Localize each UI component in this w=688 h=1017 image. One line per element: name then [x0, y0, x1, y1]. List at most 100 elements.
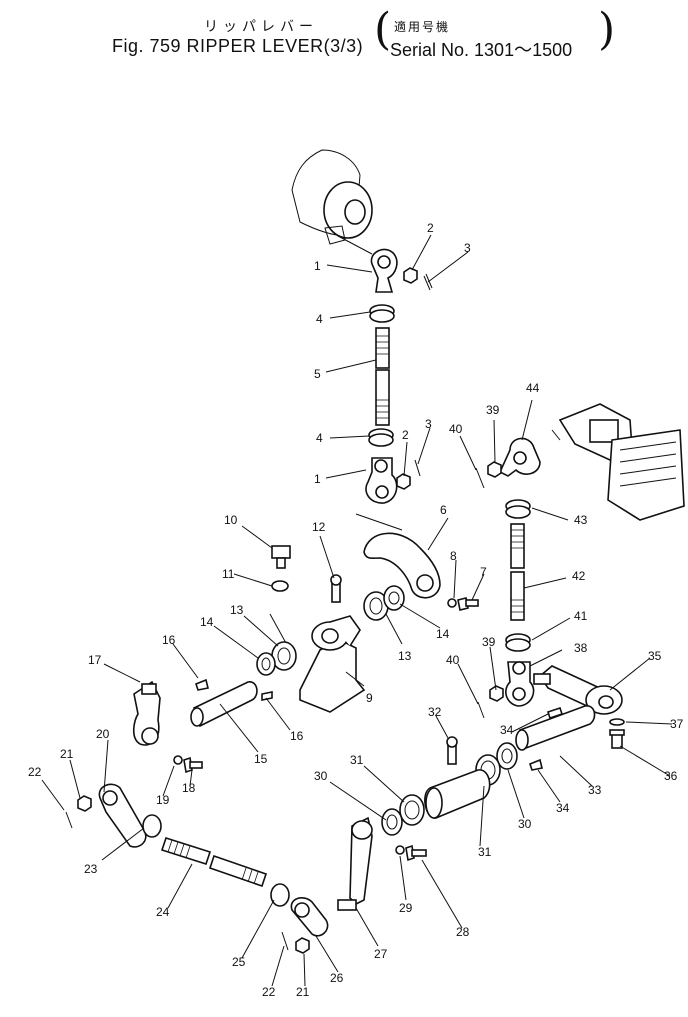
shaft-33: [515, 705, 596, 751]
label-17: 17: [88, 653, 102, 667]
label-1-lower: 1: [314, 472, 321, 486]
label-36: 36: [664, 769, 678, 783]
nut-21-right: [295, 937, 310, 954]
right-mount-bracket: [551, 403, 685, 521]
label-3-upper: 3: [464, 241, 471, 255]
serial-range: Serial No. 1301～1500: [390, 40, 573, 60]
label-10: 10: [224, 513, 238, 527]
label-2-lower: 2: [402, 428, 409, 442]
label-34-upper: 34: [500, 723, 514, 737]
label-34-lower: 34: [556, 801, 570, 815]
label-32: 32: [428, 705, 442, 719]
key-16-right: [261, 691, 273, 701]
label-7: 7: [480, 565, 487, 579]
label-19: 19: [156, 793, 170, 807]
washer-8: [447, 598, 457, 608]
label-31-left: 31: [350, 753, 364, 767]
rod-end-20: [98, 783, 147, 848]
label-35: 35: [648, 649, 662, 663]
washer-29: [395, 845, 405, 855]
header: リッパレバー Fig. 759 RIPPER LEVER(3/3) ( 適用号機…: [0, 0, 688, 70]
washer-37: [609, 718, 625, 726]
label-37: 37: [670, 717, 684, 731]
jam-nut-23: [142, 814, 162, 838]
bolt-18: [183, 756, 203, 774]
label-4-lower: 4: [316, 431, 323, 445]
japanese-title: リッパレバー: [204, 18, 318, 34]
label-24: 24: [156, 905, 170, 919]
nut-39-upper: [487, 461, 502, 478]
bracket-9: [269, 613, 366, 713]
rod-end-26: [290, 897, 329, 937]
cotter-pin-40-lower: [477, 701, 485, 719]
label-39-upper: 39: [486, 403, 500, 417]
label-8: 8: [450, 549, 457, 563]
label-43: 43: [574, 513, 588, 527]
label-40-lower: 40: [446, 653, 460, 667]
jam-nut-4-upper: [369, 304, 395, 323]
label-3-lower: 3: [425, 417, 432, 431]
label-44: 44: [526, 381, 540, 395]
label-14-left: 14: [200, 615, 214, 629]
nut-2-lower: [396, 473, 411, 490]
shaft-15: [190, 681, 258, 728]
seal-14-right: [383, 585, 405, 611]
lever-6: [355, 513, 441, 599]
cotter-pin-22-right: [281, 931, 289, 951]
label-20: 20: [96, 727, 110, 741]
label-5: 5: [314, 367, 321, 381]
lever-17: [132, 680, 161, 746]
nut-21-left: [77, 795, 92, 812]
rod-end-44: [498, 437, 541, 477]
bearing-31-left: [399, 794, 425, 826]
cotter-pin-3-lower: [414, 459, 421, 477]
seal-14-left: [256, 652, 276, 676]
bolt-10: [271, 545, 291, 569]
nut-39-lower: [489, 685, 504, 702]
label-1-upper: 1: [314, 259, 321, 273]
label-21-right: 21: [296, 985, 310, 999]
lower-rod-end-1: [365, 457, 398, 504]
label-42: 42: [572, 569, 586, 583]
label-21-left: 21: [60, 747, 74, 761]
label-30-left: 30: [314, 769, 328, 783]
label-23: 23: [84, 862, 98, 876]
rod-24: [160, 836, 268, 888]
rod-end-38: [505, 661, 535, 707]
part-labels: 1 2 3 4 5 4 2 3 1 40 39 44 43 42 41 6 8 …: [28, 221, 684, 999]
label-27: 27: [374, 947, 388, 961]
label-6: 6: [440, 503, 447, 517]
label-16-right: 16: [290, 729, 304, 743]
key-34-lower: [529, 758, 543, 771]
label-2-upper: 2: [427, 221, 434, 235]
label-14-right: 14: [436, 627, 450, 641]
seal-30-left: [381, 808, 403, 836]
lever-27: [337, 816, 373, 911]
label-11: 11: [222, 567, 235, 581]
jam-nut-43: [505, 499, 531, 519]
figure-title: Fig. 759 RIPPER LEVER(3/3): [112, 36, 364, 56]
grease-fitting-12: [330, 574, 342, 603]
cotter-pin-40-upper: [475, 467, 485, 489]
bolt-36: [609, 729, 625, 749]
label-38: 38: [574, 641, 588, 655]
bearing-13-right: [363, 591, 389, 621]
upper-mount-bracket: [291, 149, 373, 255]
lever-35: [533, 665, 623, 715]
right-bracket: ): [598, 4, 616, 55]
washer-11: [271, 580, 289, 592]
cotter-pin-22-left: [65, 811, 73, 829]
washer-19: [173, 755, 183, 765]
label-28: 28: [456, 925, 470, 939]
key-16-left: [195, 678, 209, 691]
label-12: 12: [312, 520, 326, 534]
label-22-right: 22: [262, 985, 276, 999]
leader-lines: [41, 234, 673, 987]
label-26: 26: [330, 971, 344, 985]
upper-rod-end: [370, 248, 398, 293]
label-30-right: 30: [518, 817, 532, 831]
bolt-28: [405, 844, 427, 862]
left-bracket: (: [374, 4, 392, 55]
label-41: 41: [574, 609, 588, 623]
